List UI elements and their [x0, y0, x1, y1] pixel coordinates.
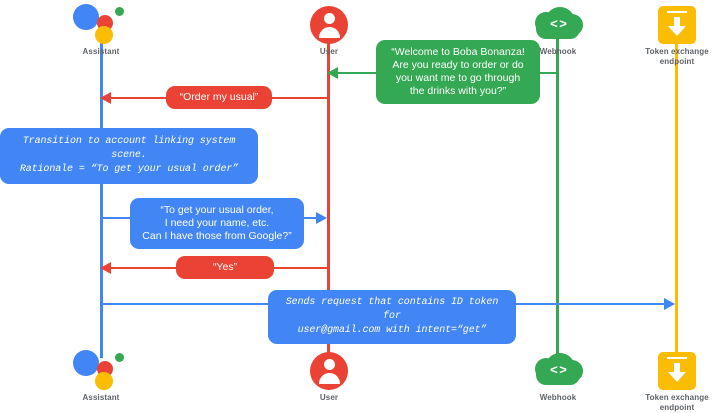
actor-label-webhook-top: Webhook [539, 47, 577, 56]
ask-consent-line-2: I need your name, etc. [164, 217, 270, 229]
arrow-head-ask-consent [316, 212, 327, 224]
transition-note-line-2: Rationale = “To get your usual order” [19, 164, 239, 175]
code-brackets-glyph: < > [550, 16, 567, 31]
welcome-line-1: “Welcome to Boba Bonanza! [391, 46, 525, 58]
actor-label-token-top-line1: Token exchange [645, 47, 709, 56]
message-bubble-order-my-usual: “Order my usual” [166, 86, 272, 109]
cloud-code-icon: < > [533, 6, 583, 44]
lifeline-webhook [556, 36, 559, 358]
lifeline-token-exchange-endpoint [675, 36, 678, 358]
actor-token-endpoint-bottom: Token exchange endpoint [617, 350, 725, 413]
transition-note-line-1: Transition to account linking system sce… [22, 136, 236, 161]
lifeline-assistant [100, 36, 103, 358]
welcome-line-3: you want me to go through [395, 72, 521, 84]
code-brackets-glyph-bottom: < > [550, 362, 567, 377]
ask-consent-line-3: Can I have those from Google?” [142, 230, 292, 242]
actor-label-token-bottom-line1: Token exchange [645, 393, 709, 402]
actor-label-user-top: User [319, 47, 339, 56]
download-box-icon-bottom [658, 352, 696, 390]
token-request-line-1: Sends request that contains ID token for [285, 297, 499, 322]
actor-assistant-bottom: Assistant [41, 348, 161, 403]
download-box-icon [658, 6, 696, 44]
actor-label-token-bottom-line2: endpoint [659, 403, 695, 412]
actor-user-top: User [269, 4, 389, 57]
actor-token-endpoint-top: Token exchange endpoint [617, 4, 725, 67]
google-assistant-icon [73, 2, 129, 44]
actor-webhook-top: < > Webhook [498, 3, 618, 57]
arrow-head-welcome [327, 67, 338, 79]
lifeline-user [327, 36, 330, 358]
order-my-usual-text: “Order my usual” [179, 91, 259, 103]
arrow-head-yes [100, 262, 111, 274]
actor-label-user-bottom: User [319, 393, 339, 402]
ask-consent-line-1: “To get your usual order, [160, 204, 274, 216]
arrow-head-token-request [664, 298, 675, 310]
actor-label-webhook-bottom: Webhook [539, 393, 577, 402]
arrow-head-order-my-usual [100, 92, 111, 104]
note-transition-to-account-linking: Transition to account linking system sce… [0, 128, 258, 184]
actor-user-bottom: User [269, 350, 389, 403]
actor-webhook-bottom: < > Webhook [498, 349, 618, 403]
actor-label-assistant-bottom: Assistant [82, 393, 120, 402]
user-avatar-icon [310, 6, 348, 44]
message-bubble-ask-consent: “To get your usual order, I need your na… [130, 198, 304, 249]
welcome-line-2: Are you ready to order or do [392, 59, 524, 71]
actor-assistant-top: Assistant [41, 2, 161, 57]
user-avatar-icon-bottom [310, 352, 348, 390]
token-request-line-2: user@gmail.com with intent=“get” [297, 325, 487, 336]
note-token-request: Sends request that contains ID token for… [268, 290, 516, 344]
message-bubble-welcome: “Welcome to Boba Bonanza! Are you ready … [376, 40, 540, 104]
message-bubble-yes: “Yes” [176, 256, 274, 279]
actor-label-token-top-line2: endpoint [659, 57, 695, 66]
yes-text: “Yes” [212, 261, 238, 273]
actor-label-assistant-top: Assistant [82, 47, 120, 56]
cloud-code-icon-bottom: < > [533, 352, 583, 390]
welcome-line-4: the drinks with you?” [409, 85, 507, 97]
google-assistant-icon-bottom [73, 348, 129, 390]
